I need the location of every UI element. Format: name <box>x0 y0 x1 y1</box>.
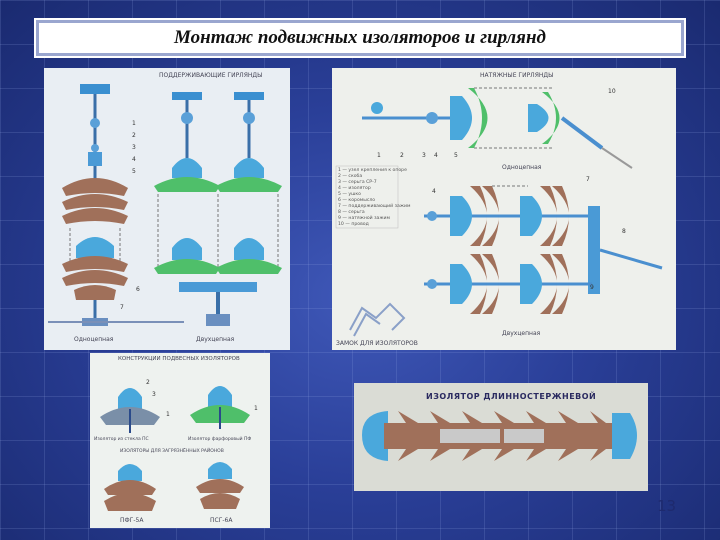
slide-title: Монтаж подвижных изоляторов и гирлянд <box>174 27 546 48</box>
c-label-3: 3 <box>152 391 156 398</box>
caption-pfg: ПФГ-5А <box>120 517 144 524</box>
tension-heading: НАТЯЖНЫЕ ГИРЛЯНДЫ <box>480 72 554 79</box>
t-label-5: 5 <box>454 152 458 159</box>
t-label-4: 4 <box>434 152 438 159</box>
caption-glass: Изолятор из стекла ПС <box>94 437 149 442</box>
long-rod-insulator-panel: ИЗОЛЯТОР ДЛИННОСТЕРЖНЕВОЙ <box>354 383 648 491</box>
glass-insulator-section <box>100 388 160 433</box>
fog-insulator-psg <box>196 462 244 509</box>
suspension-strings-panel: ПОДДЕРЖИВАЮЩИЕ ГИРЛЯНДЫ <box>44 68 290 350</box>
insulator-lock-drawing <box>349 302 406 337</box>
double-suspension-string <box>154 92 282 326</box>
legend-item: 4 — изолятор <box>338 186 371 191</box>
lock-caption: ЗАМОК ДЛЯ ИЗОЛЯТОРОВ <box>336 340 418 347</box>
caption-double: Двухцепная <box>196 336 235 343</box>
t-label-3: 3 <box>422 152 426 159</box>
constructions-heading: КОНСТРУКЦИИ ПОДВЕСНЫХ ИЗОЛЯТОРОВ <box>118 356 240 362</box>
t-side-8: 8 <box>622 228 626 235</box>
label-num-3: 3 <box>132 144 136 151</box>
label-num-2: 2 <box>132 132 136 139</box>
long-rod-drawing <box>362 411 637 461</box>
legend-item: 9 — натяжной зажим <box>338 216 390 221</box>
legend-block <box>335 165 399 229</box>
t-label-1: 1 <box>377 152 381 159</box>
label-num-1: 1 <box>132 120 136 127</box>
c-label-1: 1 <box>166 411 170 418</box>
legend-item: 8 — серьга <box>338 210 365 215</box>
legend-item: 7 — поддерживающий зажим <box>338 204 411 209</box>
t-label-10: 10 <box>608 88 616 95</box>
single-suspension-string <box>48 84 184 326</box>
double-tension-string <box>424 185 663 314</box>
t-side-7: 7 <box>586 176 590 183</box>
legend-item: 10 — провод <box>338 222 369 227</box>
tension-strings-panel: НАТЯЖНЫЕ ГИРЛЯНДЫ <box>332 68 676 350</box>
caption-single: Одноцепная <box>74 336 114 343</box>
page-number: 13 <box>657 497 677 515</box>
single-tension-string <box>362 87 633 169</box>
constructions-drawing <box>100 386 250 511</box>
legend-item: 6 — коромысло <box>338 198 376 203</box>
longrod-heading: ИЗОЛЯТОР ДЛИННОСТЕРЖНЕВОЙ <box>426 392 597 401</box>
caption-psg: ПСГ-6А <box>210 517 233 524</box>
suspension-strings-drawing <box>48 84 282 326</box>
tension-caption-single: Одноцепная <box>502 164 542 171</box>
c-label-2: 2 <box>146 379 150 386</box>
t-label-2: 2 <box>400 152 404 159</box>
legend-item: 2 — скоба <box>338 174 363 179</box>
label-num-7: 7 <box>120 304 124 311</box>
insulator-constructions-panel: КОНСТРУКЦИИ ПОДВЕСНЫХ ИЗОЛЯТОРОВ 2 3 1 1… <box>90 353 270 528</box>
fog-insulator-pfg <box>104 464 156 511</box>
caption-porcelain: Изолятор фарфоровый ПФ <box>188 437 252 442</box>
tension-strings-drawing <box>335 87 663 337</box>
porcelain-insulator-section <box>190 386 250 429</box>
t-side-4: 4 <box>432 188 436 195</box>
t-side-9: 9 <box>590 284 594 291</box>
c-label-1b: 1 <box>254 405 258 412</box>
fog-subheading: ИЗОЛЯТОРЫ ДЛЯ ЗАГРЯЗНЁННЫХ РАЙОНОВ <box>120 449 224 454</box>
label-num-4: 4 <box>132 156 136 163</box>
legend-item: 1 — узел крепления к опоре <box>338 168 407 173</box>
legend-item: 5 — ушко <box>338 192 361 197</box>
title-box: Монтаж подвижных изоляторов и гирлянд <box>34 18 686 58</box>
label-num-5: 5 <box>132 168 136 175</box>
suspension-heading: ПОДДЕРЖИВАЮЩИЕ ГИРЛЯНДЫ <box>159 72 263 79</box>
legend-item: 3 — серьга СР-7 <box>338 180 377 185</box>
label-num-6: 6 <box>136 286 140 293</box>
tension-caption-double: Двухцепная <box>502 330 541 337</box>
